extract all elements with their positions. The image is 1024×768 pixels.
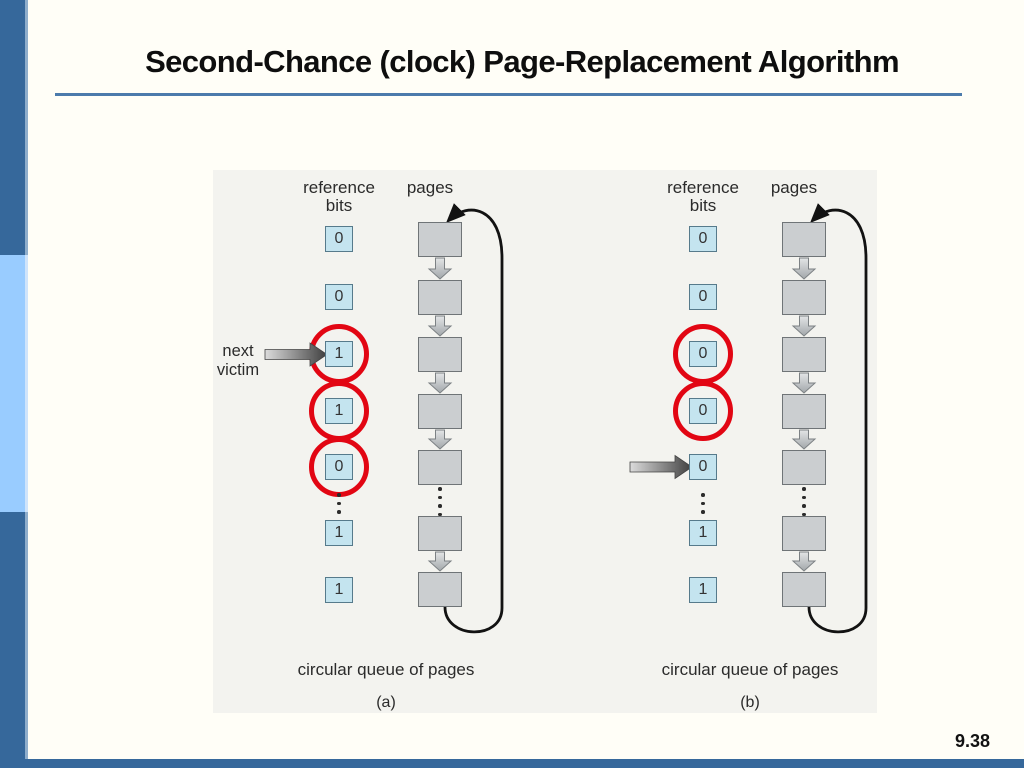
page-box: [418, 450, 462, 485]
reference-bits-label-line2: bits: [325, 195, 353, 215]
page-box: [782, 516, 826, 551]
page-box: [418, 337, 462, 372]
diagram-a: reference bits pages next victim 0 0 1 1…: [215, 170, 545, 715]
vertical-ellipsis: [802, 487, 806, 516]
dot: [438, 487, 442, 491]
bit-box: 0: [689, 341, 717, 367]
bit-box: 0: [325, 454, 353, 480]
page-box: [418, 280, 462, 315]
page-box: [418, 572, 462, 607]
pages-label: pages: [770, 178, 818, 197]
down-arrow: [791, 257, 817, 280]
page-box: [418, 516, 462, 551]
page-box: [782, 450, 826, 485]
diagram-a-arrows: [264, 203, 504, 634]
next-victim-label-line2: victim: [216, 360, 260, 379]
reference-bits-label: reference bits: [275, 179, 403, 215]
dot: [438, 504, 442, 508]
down-arrow: [427, 429, 453, 450]
page-box: [418, 394, 462, 429]
diagram-b: reference bits pages 0 0 0 0 0 1 1 circu…: [579, 170, 909, 715]
dot: [438, 495, 442, 499]
dot: [802, 504, 806, 508]
page-box: [782, 337, 826, 372]
diagram-b-arrows: [629, 203, 868, 634]
reference-bits-label-line1: reference: [667, 178, 739, 197]
bit-box: 1: [325, 398, 353, 424]
down-arrow: [791, 429, 817, 450]
bit-box: 1: [325, 341, 353, 367]
bit-box: 0: [689, 454, 717, 480]
dot: [337, 493, 341, 497]
bit-box: 0: [325, 284, 353, 310]
queue-caption: circular queue of pages: [661, 660, 839, 679]
bit-box: 1: [325, 577, 353, 603]
dot: [701, 493, 705, 497]
dot: [802, 512, 806, 516]
down-arrow: [427, 551, 453, 572]
queue-caption: circular queue of pages: [297, 660, 475, 679]
dot: [701, 510, 705, 514]
page-box: [782, 222, 826, 257]
pointer-arrow: [629, 454, 693, 480]
bit-box: 1: [689, 577, 717, 603]
bit-box: 0: [689, 284, 717, 310]
down-arrow: [791, 551, 817, 572]
vertical-ellipsis: [701, 493, 705, 514]
page-number: 9.38: [954, 731, 990, 751]
pages-label: pages: [406, 178, 454, 197]
slide-title: Second-Chance (clock) Page-Replacement A…: [145, 44, 899, 79]
diagram-tag: (a): [376, 694, 396, 711]
reference-bits-label: reference bits: [639, 179, 767, 215]
bit-box: 0: [689, 226, 717, 252]
title-underline: [55, 93, 962, 96]
bit-box: 0: [689, 398, 717, 424]
vertical-ellipsis: [438, 487, 442, 516]
down-arrow: [427, 372, 453, 394]
bit-box: 1: [325, 520, 353, 546]
dot: [337, 510, 341, 514]
dot: [438, 512, 442, 516]
bit-box: 0: [325, 226, 353, 252]
page-box: [782, 572, 826, 607]
page-box: [782, 394, 826, 429]
dot: [337, 501, 341, 505]
down-arrow: [791, 315, 817, 337]
dot: [701, 501, 705, 505]
page-box: [418, 222, 462, 257]
sidebar-bottom-segment: [0, 512, 28, 759]
reference-bits-label-line1: reference: [303, 178, 375, 197]
next-victim-label: next victim: [201, 342, 275, 380]
reference-bits-label-line2: bits: [689, 195, 717, 215]
down-arrow: [427, 257, 453, 280]
diagram-tag: (b): [740, 694, 760, 711]
page-box: [782, 280, 826, 315]
dot: [802, 495, 806, 499]
vertical-ellipsis: [337, 493, 341, 514]
sidebar-middle-segment: [0, 255, 28, 512]
bottom-bar: [0, 759, 1024, 768]
sidebar-top-segment: [0, 0, 28, 255]
down-arrow: [791, 372, 817, 394]
bit-box: 1: [689, 520, 717, 546]
dot: [802, 487, 806, 491]
down-arrow: [427, 315, 453, 337]
next-victim-label-line1: next: [222, 342, 254, 360]
